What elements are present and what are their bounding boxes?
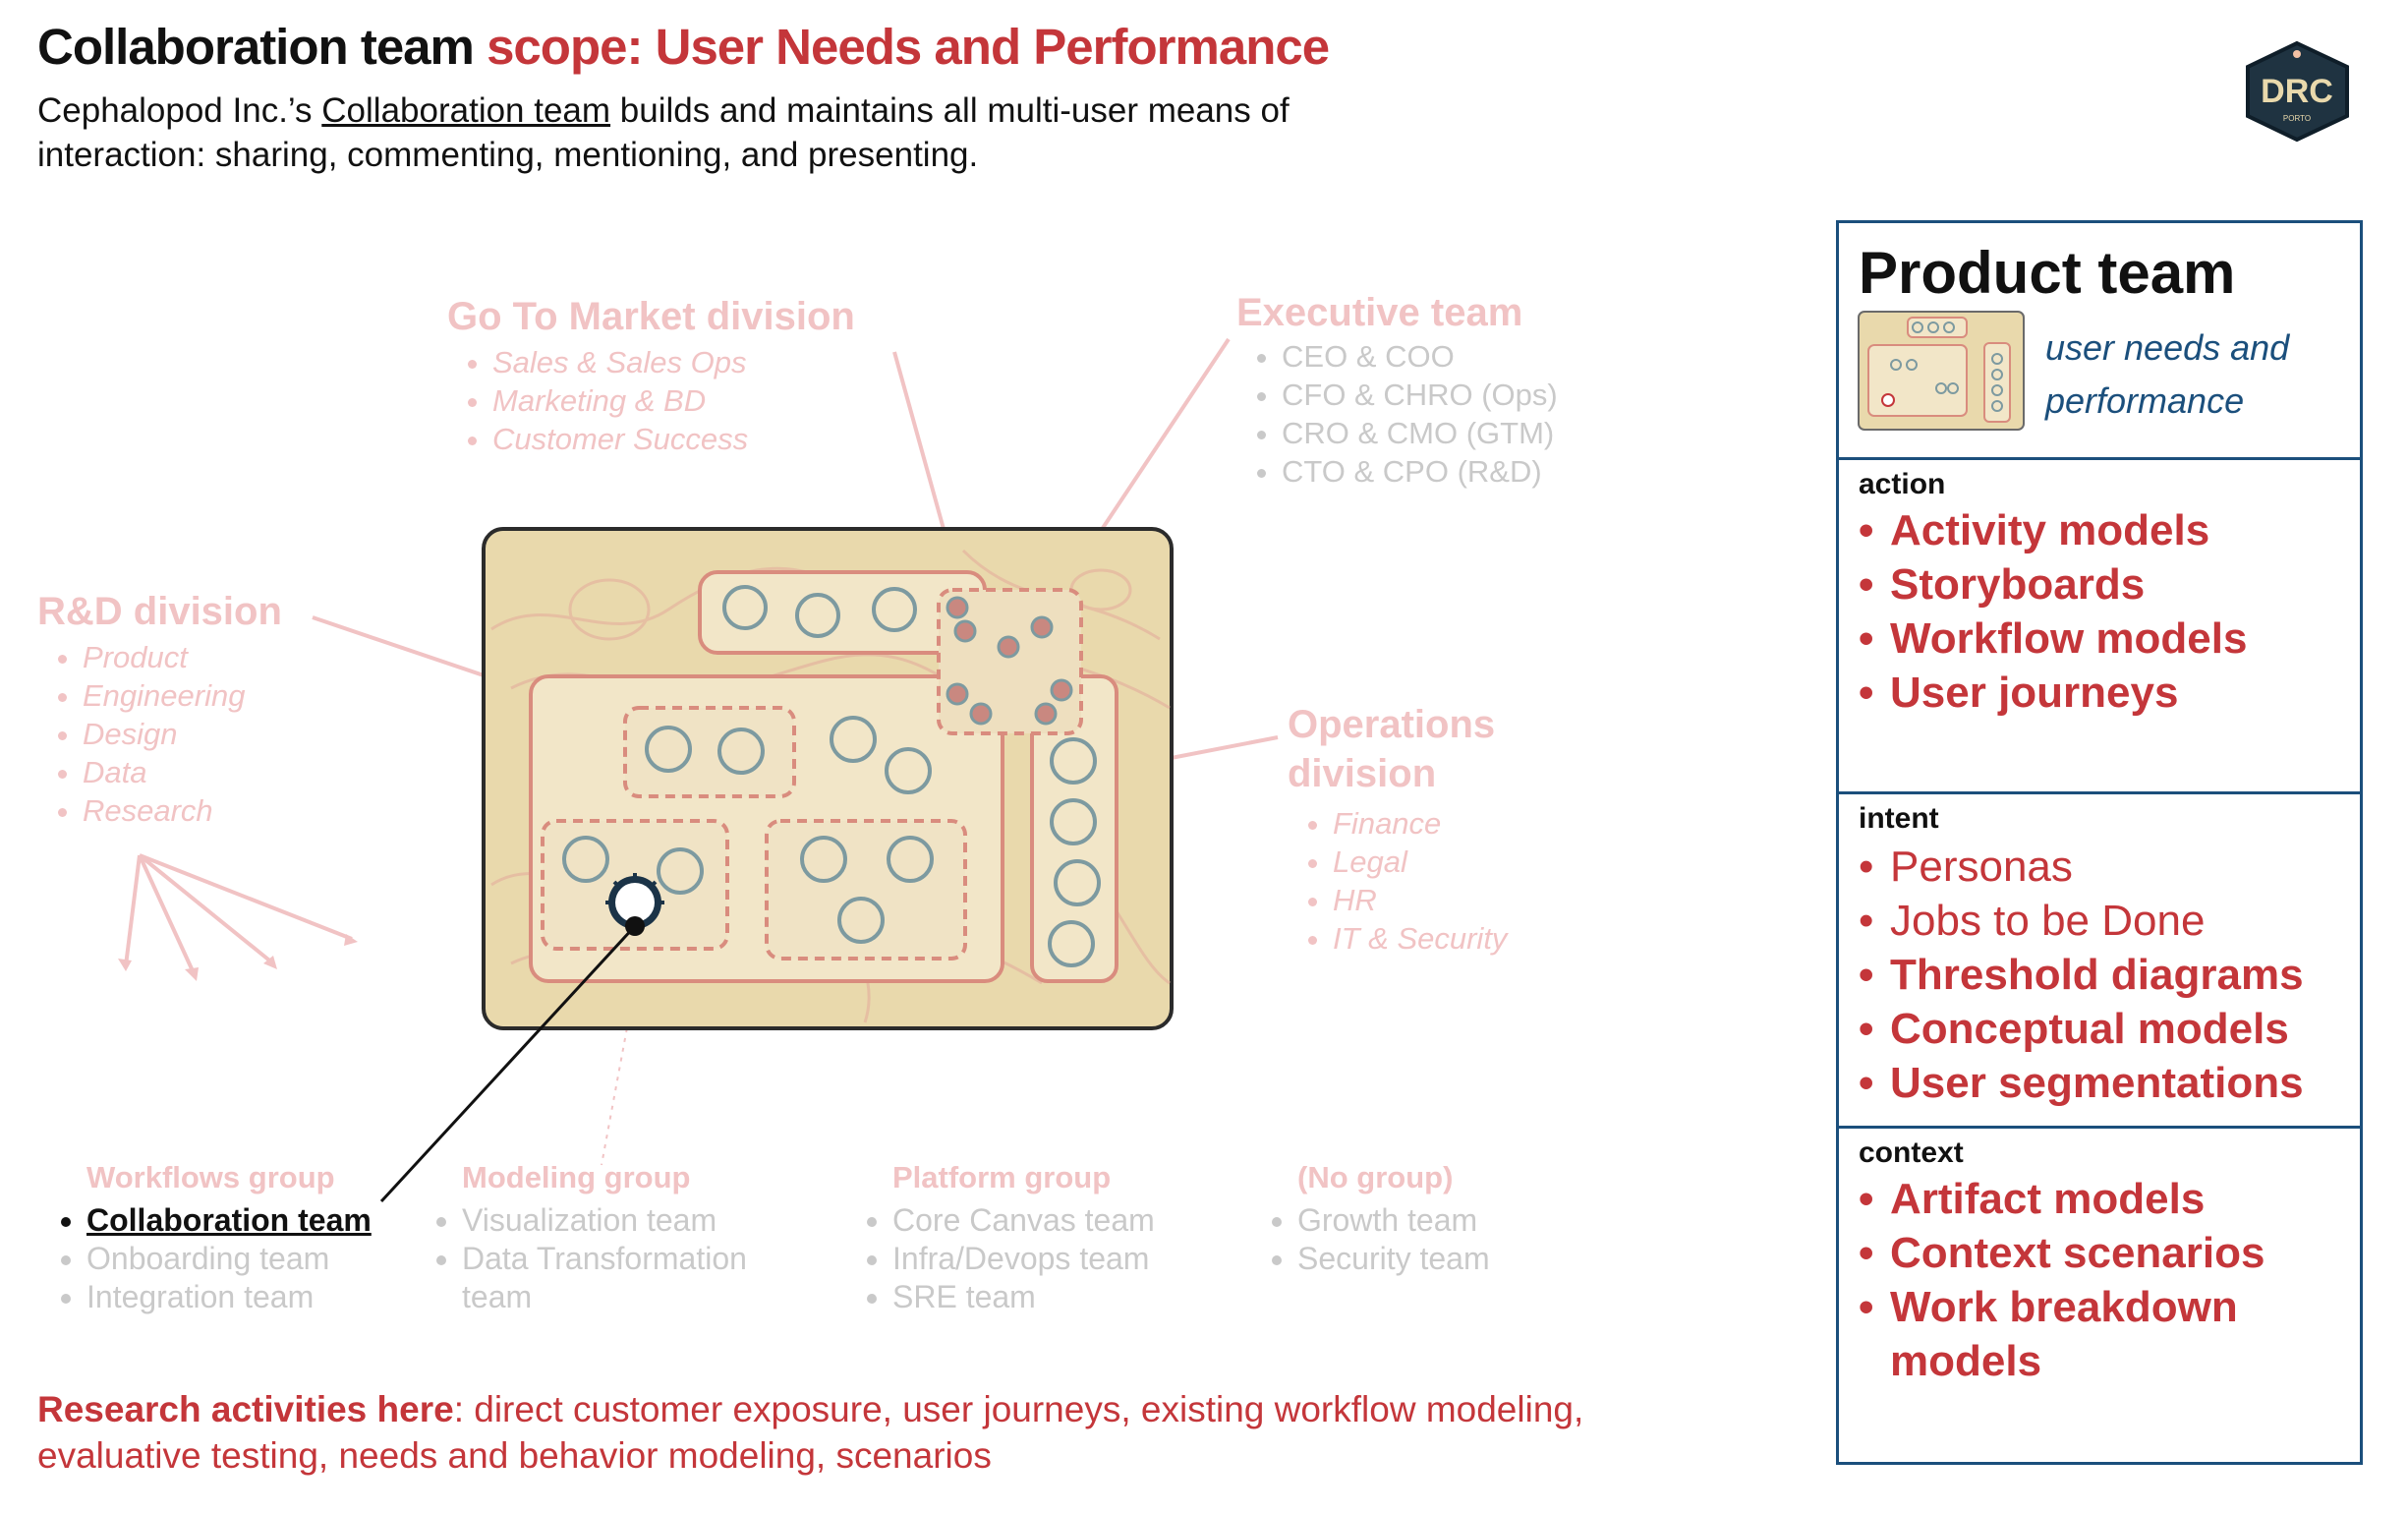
operations-list: Finance Legal HR IT & Security — [1288, 804, 1507, 958]
context-list: Artifact models Context scenarios Work b… — [1859, 1172, 2321, 1388]
rnd-division: R&D division Product Engineering Design … — [37, 590, 282, 830]
team-integration[interactable]: Integration team — [86, 1278, 372, 1316]
team-onboarding[interactable]: Onboarding team — [86, 1240, 372, 1278]
title-scope: scope: User Needs and Performance — [487, 19, 1330, 75]
list-item: CRO & CMO (GTM) — [1282, 414, 1558, 452]
subtitle-post: builds and maintains all multi-user mean… — [37, 91, 1290, 174]
platform-group-title: Platform group — [892, 1160, 1112, 1194]
intent-section: intent Personas Jobs to be Done Threshol… — [1839, 791, 2360, 1129]
subtitle-team-link[interactable]: Collaboration team — [321, 91, 611, 130]
logo-text: DRC — [2261, 73, 2333, 110]
list-item: Engineering — [83, 676, 282, 715]
list-item: Sales & Sales Ops — [492, 343, 855, 381]
list-item: Finance — [1333, 804, 1507, 843]
list-item: Jobs to be Done — [1859, 894, 2304, 948]
executive-title: Executive team — [1236, 291, 1523, 334]
list-item: HR — [1333, 881, 1507, 919]
panel-title: Product team — [1859, 240, 2236, 306]
executive-list: CEO & COO CFO & CHRO (Ops) CRO & CMO (GT… — [1236, 337, 1558, 491]
go-to-market-division: Go To Market division Sales & Sales Ops … — [447, 295, 855, 458]
list-item: CFO & CHRO (Ops) — [1282, 376, 1558, 414]
connector-arrowheads — [118, 934, 358, 981]
team-infra-devops[interactable]: Infra/Devops team — [892, 1240, 1155, 1278]
list-item: Conceptual models — [1859, 1002, 2304, 1056]
logo-subtext: PORTO — [2283, 114, 2311, 123]
modeling-team-list: Visualization team Data Transformation t… — [417, 1201, 816, 1316]
list-item: Research — [83, 791, 282, 830]
team-core-canvas[interactable]: Core Canvas team — [892, 1201, 1155, 1240]
rnd-title: R&D division — [37, 590, 282, 633]
action-label: action — [1859, 468, 1946, 500]
subtitle-pre: Cephalopod Inc.’s — [37, 91, 322, 130]
collaboration-team-marker[interactable] — [605, 873, 664, 929]
research-activities: Research activities here: direct custome… — [37, 1386, 1610, 1479]
list-item: IT & Security — [1333, 919, 1507, 958]
team-circles — [562, 585, 1101, 967]
intent-label: intent — [1859, 802, 1939, 835]
platform-team-list: Core Canvas team Infra/Devops team SRE t… — [847, 1201, 1155, 1316]
operations-title: Operations division — [1288, 700, 1507, 798]
context-section: context Artifact models Context scenario… — [1839, 1126, 2360, 1465]
go-to-market-title: Go To Market division — [447, 295, 855, 338]
operations-title-line2: division — [1288, 752, 1437, 795]
no-group: (No group) — [1297, 1160, 1453, 1195]
title-team: Collaboration team — [37, 19, 475, 75]
list-item: Design — [83, 715, 282, 753]
team-data-transformation[interactable]: Data Transformation team — [462, 1240, 816, 1316]
workflows-group-title: Workflows group — [86, 1160, 335, 1194]
list-item: Threshold diagrams — [1859, 948, 2304, 1002]
team-security[interactable]: Security team — [1297, 1240, 1490, 1278]
rnd-list: Product Engineering Design Data Research — [37, 638, 282, 830]
executive-dots — [946, 596, 1073, 726]
operations-division: Operations division Finance Legal HR IT … — [1288, 700, 1507, 958]
executive-team: Executive team CEO & COO CFO & CHRO (Ops… — [1236, 291, 1558, 491]
team-growth[interactable]: Growth team — [1297, 1201, 1490, 1240]
list-item: Work breakdown models — [1859, 1280, 2321, 1388]
team-sre[interactable]: SRE team — [892, 1278, 1155, 1316]
action-list: Activity models Storyboards Workflow mod… — [1859, 503, 2247, 720]
page-subtitle: Cephalopod Inc.’s Collaboration team bui… — [37, 88, 1315, 177]
pointer-dot — [625, 916, 645, 936]
modeling-group-title: Modeling group — [462, 1160, 691, 1194]
team-collaboration[interactable]: Collaboration team — [86, 1201, 372, 1240]
list-item: CTO & CPO (R&D) — [1282, 452, 1558, 491]
go-to-market-list: Sales & Sales Ops Marketing & BD Custome… — [447, 343, 855, 458]
context-label: context — [1859, 1136, 1964, 1169]
list-item: Legal — [1333, 843, 1507, 881]
drc-logo: DRC PORTO — [2246, 40, 2349, 143]
product-team-panel: Product team user needs and performance … — [1836, 220, 2363, 1465]
workflows-team-list: Collaboration team Onboarding team Integ… — [41, 1201, 372, 1316]
workflows-group: Workflows group — [86, 1160, 335, 1195]
research-text: : direct customer exposure, user journey… — [37, 1389, 1584, 1476]
page-title: Collaboration team scope: User Needs and… — [37, 18, 1330, 76]
intent-list: Personas Jobs to be Done Threshold diagr… — [1859, 840, 2304, 1110]
panel-tagline: user needs and performance — [2045, 327, 2290, 421]
no-group-team-list: Growth team Security team — [1252, 1201, 1490, 1278]
no-group-title: (No group) — [1297, 1160, 1454, 1194]
list-item: CEO & COO — [1282, 337, 1558, 376]
collaboration-pointer-line — [379, 924, 637, 1203]
modeling-group: Modeling group — [462, 1160, 690, 1195]
list-item: Storyboards — [1859, 557, 2247, 611]
list-item: Data — [83, 753, 282, 791]
map-thumbnail — [1858, 311, 2025, 431]
platform-group: Platform group — [892, 1160, 1111, 1195]
list-item: Activity models — [1859, 503, 2247, 557]
list-item: Personas — [1859, 840, 2304, 894]
list-item: User journeys — [1859, 666, 2247, 720]
list-item: User segmentations — [1859, 1056, 2304, 1110]
team-visualization[interactable]: Visualization team — [462, 1201, 816, 1240]
list-item: Product — [83, 638, 282, 676]
list-item: Marketing & BD — [492, 381, 855, 420]
list-item: Customer Success — [492, 420, 855, 458]
research-label: Research activities here — [37, 1389, 454, 1429]
list-item: Workflow models — [1859, 611, 2247, 666]
list-item: Artifact models — [1859, 1172, 2321, 1226]
action-section: action Activity models Storyboards Workf… — [1839, 457, 2360, 794]
list-item: Context scenarios — [1859, 1226, 2321, 1280]
operations-title-line1: Operations — [1288, 703, 1496, 746]
